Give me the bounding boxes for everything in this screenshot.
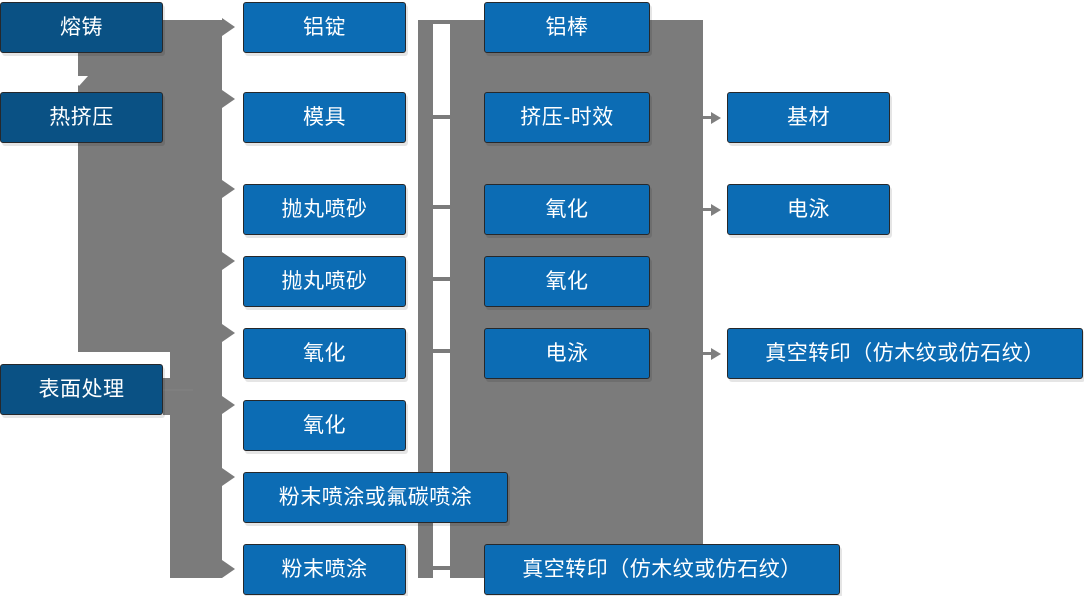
process-box-aluminum-bar[interactable]: 铝棒 [484,0,653,56]
stage-box-melting[interactable]: 熔铸 [0,2,163,53]
connector-mid-narrow-bar [418,20,433,578]
stage-surface-connector [163,389,193,391]
result-box-vacuum-transfer[interactable]: 真空转印（仿木纹或仿石纹） [727,325,1084,382]
connector-left-gap-below-surface [0,415,170,596]
process-box-shotblast-2-label: 抛丸喷砂 [281,269,368,293]
process-box-powder[interactable]: 粉末喷涂 [243,541,409,596]
result-box-vacuum-transfer-label: 真空转印（仿木纹或仿石纹） [765,341,1045,365]
result-box-electrophoresis[interactable]: 电泳 [727,181,893,238]
process-box-c3-oxidize-1-label: 氧化 [545,197,589,221]
connector-left-notch-2 [163,352,170,378]
process-box-shotblast-2[interactable]: 抛丸喷砂 [243,253,409,310]
process-box-shotblast-1-label: 抛丸喷砂 [281,197,368,221]
result-box-substrate-label: 基材 [787,105,830,129]
result-box-electrophoresis-label: 电泳 [787,197,830,221]
stage-box-surface[interactable]: 表面处理 [0,364,163,415]
process-box-c3-electrophoresis-label: 电泳 [545,341,589,365]
process-box-powder-fluorocarbon-label: 粉末喷涂或氟碳喷涂 [278,485,473,509]
c4-vacuum-arrow-bar [703,352,717,355]
left-arrow-5 [222,324,235,342]
process-box-die-label: 模具 [303,105,346,129]
c4-substrate-arrow-bar [703,116,717,119]
result-box-substrate[interactable]: 基材 [727,89,893,146]
left-arrow-2 [222,90,235,108]
connector-tick-6 [433,566,453,570]
process-box-oxidize-1[interactable]: 氧化 [243,325,409,382]
stage-box-extrude[interactable]: 热挤压 [0,92,163,143]
left-arrow-6 [222,396,235,414]
connector-tick-1 [433,20,453,24]
c4-electro-arrow [711,204,721,216]
stage-box-extrude-label: 热挤压 [49,105,114,129]
c4-electro-arrow-bar [703,208,717,211]
process-box-oxidize-2-label: 氧化 [303,413,346,437]
process-box-powder-label: 粉末喷涂 [281,557,368,581]
connector-tick-3 [433,205,453,209]
process-box-c3-vacuum-transfer[interactable]: 真空转印（仿木纹或仿石纹） [484,541,843,596]
process-box-oxidize-2[interactable]: 氧化 [243,397,409,454]
process-box-powder-fluorocarbon[interactable]: 粉末喷涂或氟碳喷涂 [243,469,511,526]
process-box-extrude-aging[interactable]: 挤压-时效 [484,89,653,146]
connector-left-lower-block [163,378,222,578]
left-arrow-3 [222,180,235,198]
left-arrow-8 [222,560,235,578]
left-arrow-1 [222,18,235,36]
stage-melting-to-extrude-arrow [70,76,88,86]
process-box-ingot[interactable]: 铝锭 [243,0,409,56]
process-box-c3-oxidize-2-label: 氧化 [545,269,589,293]
c4-vacuum-arrow [711,348,721,360]
left-arrow-4 [222,252,235,270]
left-arrow-7 [222,468,235,486]
connector-tick-2 [433,115,453,119]
process-box-ingot-label: 铝锭 [303,15,346,39]
connector-tick-5 [433,349,453,353]
process-box-c3-vacuum-transfer-label: 真空转印（仿木纹或仿石纹） [522,557,802,581]
process-box-die[interactable]: 模具 [243,89,409,146]
stage-box-surface-label: 表面处理 [38,377,125,401]
c4-substrate-arrow [711,112,721,124]
process-box-aluminum-bar-label: 铝棒 [545,15,589,39]
process-box-c3-electrophoresis[interactable]: 电泳 [484,325,653,382]
process-box-shotblast-1[interactable]: 抛丸喷砂 [243,181,409,238]
process-box-extrude-aging-label: 挤压-时效 [520,105,614,129]
process-box-c3-oxidize-1[interactable]: 氧化 [484,181,653,238]
process-box-c3-oxidize-2[interactable]: 氧化 [484,253,653,310]
process-box-oxidize-1-label: 氧化 [303,341,346,365]
connector-tick-4 [433,277,453,281]
stage-box-melting-label: 熔铸 [60,15,103,39]
